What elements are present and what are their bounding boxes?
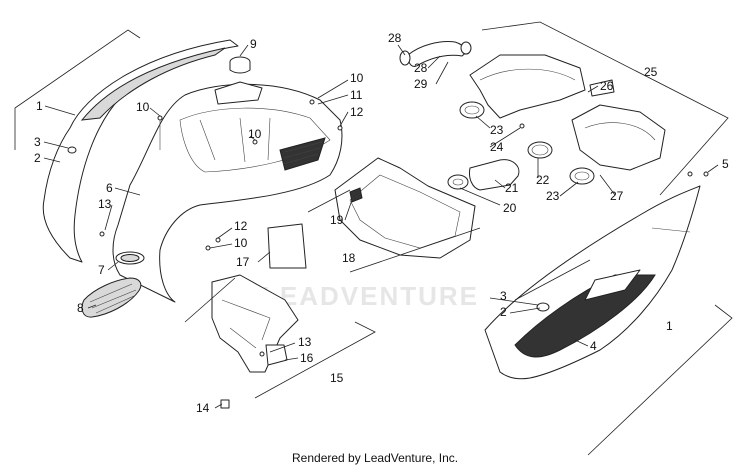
callout-15: 15: [330, 371, 344, 385]
callout-18: 18: [342, 251, 356, 265]
windshield-piece: [267, 223, 307, 269]
callout-4: 4: [590, 339, 597, 353]
callout-9: 9: [250, 37, 257, 51]
callout-26: 26: [600, 79, 614, 93]
callout-3: 3: [500, 289, 507, 303]
callout-2: 2: [34, 151, 41, 165]
callout-6: 6: [106, 181, 113, 195]
callout-8: 8: [77, 301, 84, 315]
mesh-grille: [81, 277, 142, 318]
callout-17: 17: [236, 255, 250, 269]
callout-21: 21: [505, 181, 519, 195]
callout-22: 22: [536, 173, 550, 187]
callout-12: 12: [350, 105, 364, 119]
watermark: LEADVENTURE: [262, 281, 479, 311]
callout-13: 13: [298, 335, 312, 349]
hose-clamp: [399, 41, 472, 66]
hose: [407, 41, 466, 67]
callout-10: 10: [350, 71, 364, 85]
leader-lines: [43, 44, 719, 409]
storage-tray: [334, 157, 476, 259]
callout-3: 3: [34, 135, 41, 149]
left-side-panel: [42, 39, 239, 263]
callout-2: 2: [500, 305, 507, 319]
callout-16: 16: [300, 351, 314, 365]
front-badge: [115, 251, 145, 265]
callout-19: 19: [330, 213, 344, 227]
group-frames: [14, 21, 733, 456]
right-side-panel: [484, 185, 701, 380]
grommet: [447, 174, 469, 190]
callout-12: 12: [234, 219, 248, 233]
small-clip: [220, 399, 230, 409]
ring-seal: [569, 167, 595, 185]
ring-seal: [459, 101, 485, 119]
footer-credit: Rendered by LeadVenture, Inc.: [292, 451, 458, 465]
elbow-duct: [469, 159, 520, 191]
callout-1: 1: [666, 319, 673, 333]
callout-10: 10: [248, 127, 262, 141]
callout-1: 1: [36, 99, 43, 113]
callout-20: 20: [503, 201, 517, 215]
callout-10: 10: [234, 236, 248, 250]
front-hood: [112, 81, 343, 303]
callout-24: 24: [490, 140, 504, 154]
callout-28: 28: [388, 31, 402, 45]
callout-7: 7: [98, 263, 105, 277]
callout-5: 5: [722, 157, 729, 171]
lower-panel: [211, 274, 299, 373]
clamp-ring: [527, 141, 553, 159]
callout-27: 27: [610, 189, 624, 203]
callout-23: 23: [546, 189, 560, 203]
callout-13: 13: [98, 197, 112, 211]
callout-23: 23: [490, 123, 504, 137]
air-intake-duct: [469, 54, 666, 171]
callout-25: 25: [644, 65, 658, 79]
hood-vent-cap: [229, 56, 251, 74]
callout-14: 14: [196, 401, 210, 415]
fastener: [99, 99, 709, 357]
callout-11: 11: [350, 88, 363, 102]
callout-10: 10: [136, 100, 150, 114]
callout-29: 29: [414, 77, 428, 91]
callout-28: 28: [414, 61, 428, 75]
callout-labels: 1 3 2 6 13 7 8 9 10 10 11 12 10 12 10 17…: [34, 31, 729, 415]
